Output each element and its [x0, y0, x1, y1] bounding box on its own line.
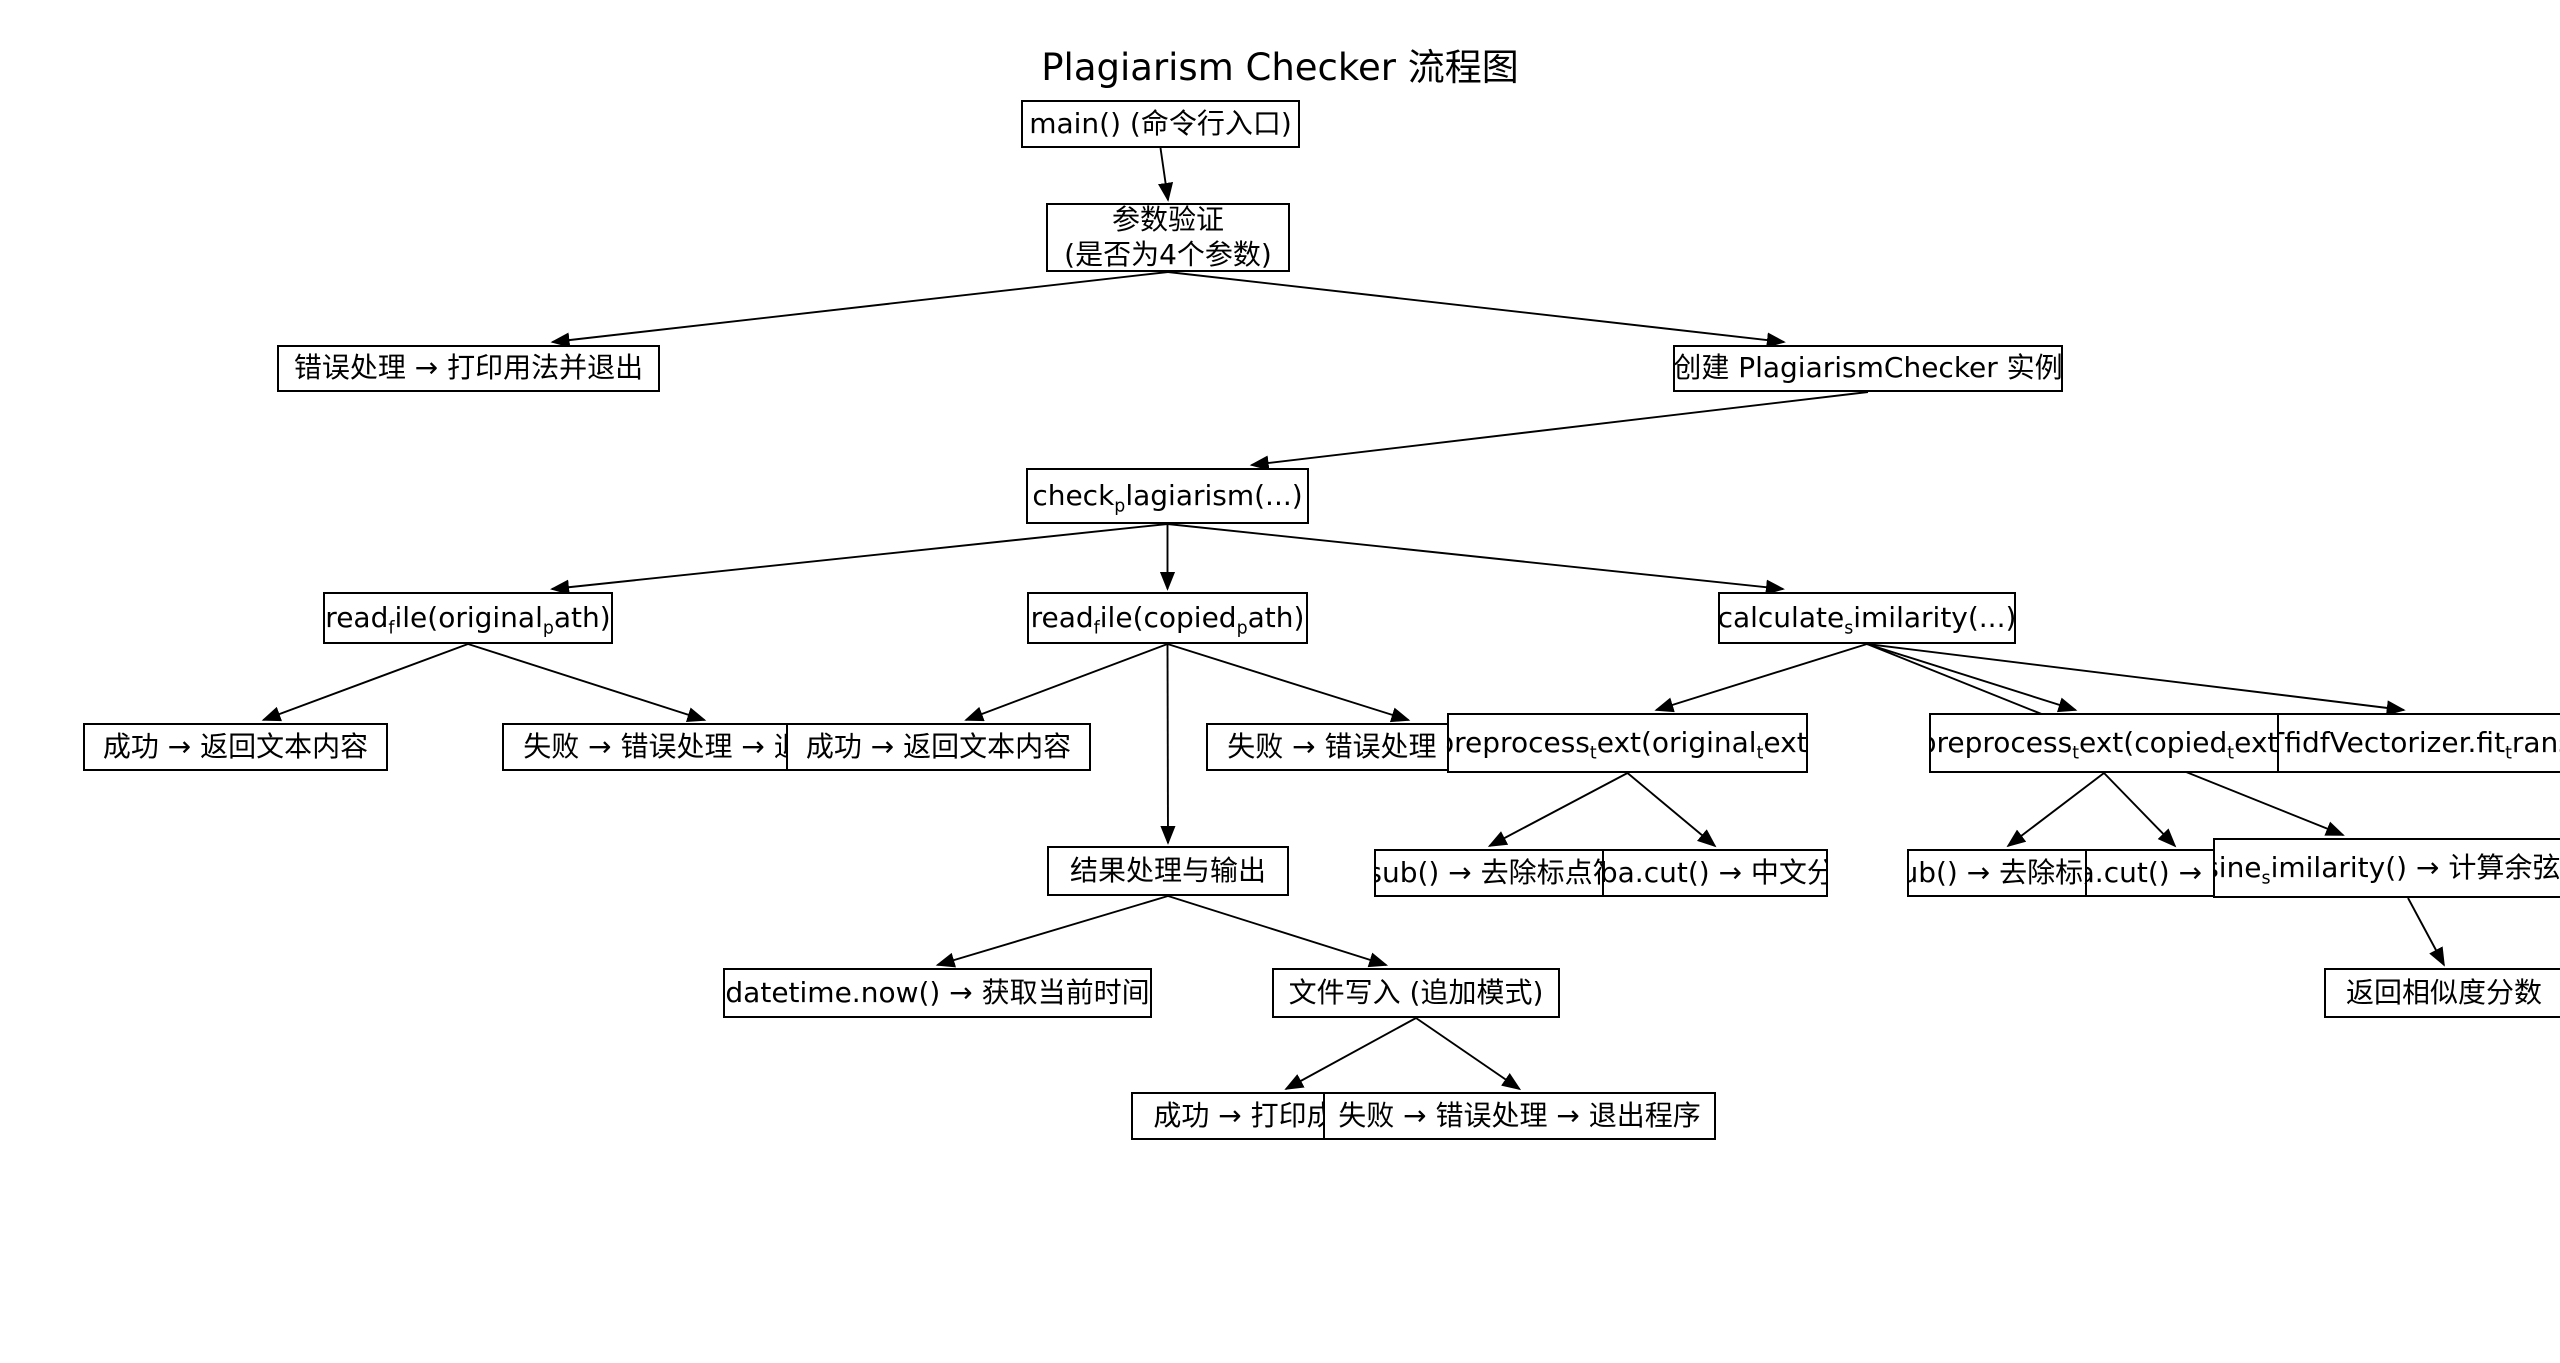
node-preprocess_original-label: preprocesstext(originaltext) — [1447, 725, 1808, 764]
edge-read_original-to-orig_success — [261, 643, 469, 722]
edge-main-to-validate — [1158, 147, 1174, 202]
node-jieba_original-label: jieba.cut() → 中文分词 — [1602, 855, 1826, 889]
node-main-label: main() (命令行入口) — [1029, 106, 1292, 140]
edge-read_copied-to-result_output — [1160, 643, 1176, 845]
edge-read_copied-to-copy_fail — [1167, 643, 1411, 723]
edge-validate-to-error_usage — [550, 271, 1169, 348]
node-resub_original-label: re.sub() → 去除标点符号 — [1376, 855, 1603, 889]
node-write_fail-label: 失败 → 错误处理 → 退出程序 — [1338, 1098, 1701, 1132]
node-tfidf-label: TfidfVectorizer.fittransform(...) — [2277, 725, 2560, 764]
edge-preprocess_copied-to-jieba_copied — [2103, 772, 2177, 848]
node-resub_copied-label: re.sub() → 去除标点符号 — [1909, 855, 2107, 889]
node-cosine[interactable]: cosinesimilarity() → 计算余弦相似度 — [2213, 838, 2560, 898]
node-tfidf[interactable]: TfidfVectorizer.fittransform(...) — [2277, 713, 2560, 773]
node-check_plagiarism[interactable]: checkplagiarism(...) — [1026, 468, 1309, 524]
node-error_usage-label: 错误处理 → 打印用法并退出 — [293, 351, 644, 385]
node-calculate_similarity[interactable]: calculatesimilarity(...) — [1718, 592, 2016, 644]
node-calculate_similarity-label: calculatesimilarity(...) — [1718, 600, 2016, 639]
node-validate-label-2: (是否为4个参数) — [1064, 237, 1272, 271]
edge-preprocess_original-to-jieba_original — [1626, 772, 1717, 848]
edge-calculate_similarity-to-tfidf — [1866, 643, 2406, 716]
node-result_output[interactable]: 结果处理与输出 — [1047, 846, 1289, 896]
node-read_original-label: readfile(originalpath) — [325, 600, 611, 639]
node-resub_original[interactable]: re.sub() → 去除标点符号 — [1374, 849, 1605, 897]
node-preprocess_original[interactable]: preprocesstext(originaltext) — [1447, 713, 1808, 773]
diagram-title: Plagiarism Checker 流程图 — [1041, 46, 1519, 89]
edge-cosine-to-return_score — [2407, 897, 2445, 967]
node-orig_success-label: 成功 → 返回文本内容 — [102, 729, 369, 763]
node-write_fail[interactable]: 失败 → 错误处理 → 退出程序 — [1323, 1092, 1716, 1140]
node-file_write[interactable]: 文件写入 (追加模式) — [1272, 968, 1560, 1018]
node-validate-label-1: 参数验证 — [1111, 203, 1224, 236]
edge-result_output-to-file_write — [1167, 895, 1389, 968]
edge-calculate_similarity-to-preprocess_copied — [1866, 643, 2078, 713]
node-jieba_original[interactable]: jieba.cut() → 中文分词 — [1602, 849, 1828, 897]
node-cosine-label: cosinesimilarity() → 计算余弦相似度 — [2215, 850, 2560, 889]
node-resub_copied[interactable]: re.sub() → 去除标点符号 — [1907, 849, 2109, 897]
node-return_score-label: 返回相似度分数 — [2345, 975, 2542, 1009]
node-return_score[interactable]: 返回相似度分数 — [2324, 968, 2560, 1018]
edge-preprocess_original-to-resub_original — [1487, 772, 1628, 847]
node-datetime_now-label: datetime.now() → 获取当前时间 — [725, 975, 1150, 1009]
node-check_plagiarism-label: checkplagiarism(...) — [1032, 478, 1303, 517]
edge-check_plagiarism-to-read_original — [550, 523, 1168, 595]
edge-result_output-to-datetime_now — [935, 895, 1169, 968]
edge-create_instance-to-check_plagiarism — [1249, 391, 1869, 471]
edge-calculate_similarity-to-preprocess_original — [1654, 643, 1868, 713]
node-validate[interactable]: 参数验证(是否为4个参数) — [1046, 203, 1290, 272]
node-copy_success-label: 成功 → 返回文本内容 — [805, 729, 1072, 763]
node-read_copied-label: readfile(copiedpath) — [1030, 600, 1305, 639]
edge-file_write-to-write_success — [1284, 1017, 1417, 1090]
node-preprocess_copied-label: preprocesstext(copiedtext) — [1929, 725, 2279, 764]
edge-file_write-to-write_fail — [1415, 1017, 1522, 1091]
node-read_original[interactable]: readfile(originalpath) — [323, 592, 613, 644]
node-preprocess_copied[interactable]: preprocesstext(copiedtext) — [1929, 713, 2279, 773]
node-result_output-label: 结果处理与输出 — [1069, 853, 1266, 887]
node-create_instance[interactable]: 创建 PlagiarismChecker 实例 — [1673, 345, 2063, 392]
edge-preprocess_copied-to-resub_copied — [2006, 772, 2105, 848]
edge-read_copied-to-copy_success — [964, 643, 1168, 722]
node-orig_success[interactable]: 成功 → 返回文本内容 — [83, 723, 388, 771]
node-datetime_now[interactable]: datetime.now() → 获取当前时间 — [723, 968, 1152, 1018]
edge-read_original-to-orig_fail — [467, 643, 707, 723]
node-copy_success[interactable]: 成功 → 返回文本内容 — [786, 723, 1091, 771]
edge-validate-to-create_instance — [1167, 271, 1786, 348]
node-read_copied[interactable]: readfile(copiedpath) — [1027, 592, 1308, 644]
node-create_instance-label: 创建 PlagiarismChecker 实例 — [1673, 351, 2063, 385]
node-main[interactable]: main() (命令行入口) — [1021, 100, 1300, 148]
edge-check_plagiarism-to-calculate_similarity — [1167, 523, 1785, 595]
node-file_write-label: 文件写入 (追加模式) — [1288, 975, 1544, 1009]
node-error_usage[interactable]: 错误处理 → 打印用法并退出 — [277, 345, 660, 392]
